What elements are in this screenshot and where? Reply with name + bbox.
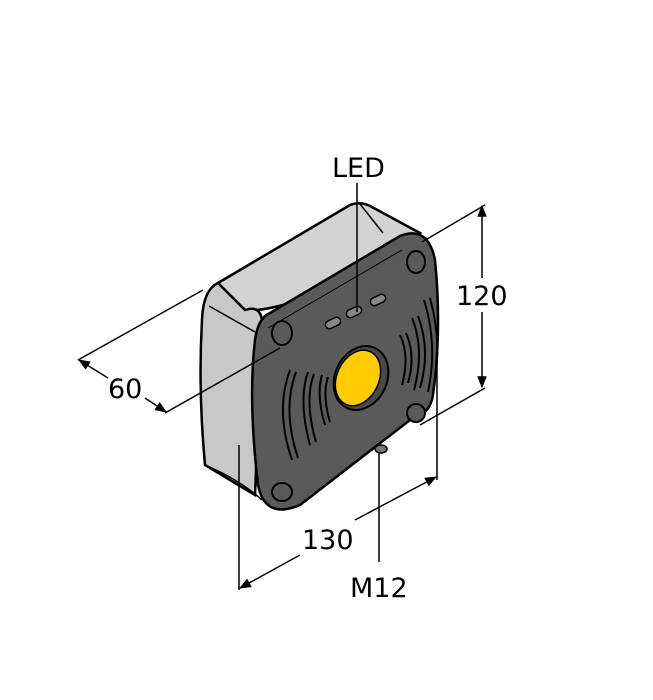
label-led: LED (332, 153, 385, 184)
screw-icon (271, 320, 293, 346)
screw-icon (406, 403, 426, 423)
label-depth-60: 60 (108, 374, 142, 405)
dimension-lines (77, 183, 487, 590)
m12-connector (374, 444, 388, 454)
label-width-130: 130 (302, 525, 354, 556)
label-connector-m12: M12 (350, 573, 408, 604)
sensor-housing (199, 202, 440, 511)
housing-side (199, 281, 264, 498)
vent-slots-right (399, 297, 439, 393)
screw-icon (406, 250, 426, 274)
vent-slots-left (282, 369, 331, 461)
led-indicators (324, 293, 387, 330)
screw-icon (271, 482, 293, 502)
label-height-120: 120 (456, 281, 508, 312)
yellow-lens (334, 349, 382, 407)
